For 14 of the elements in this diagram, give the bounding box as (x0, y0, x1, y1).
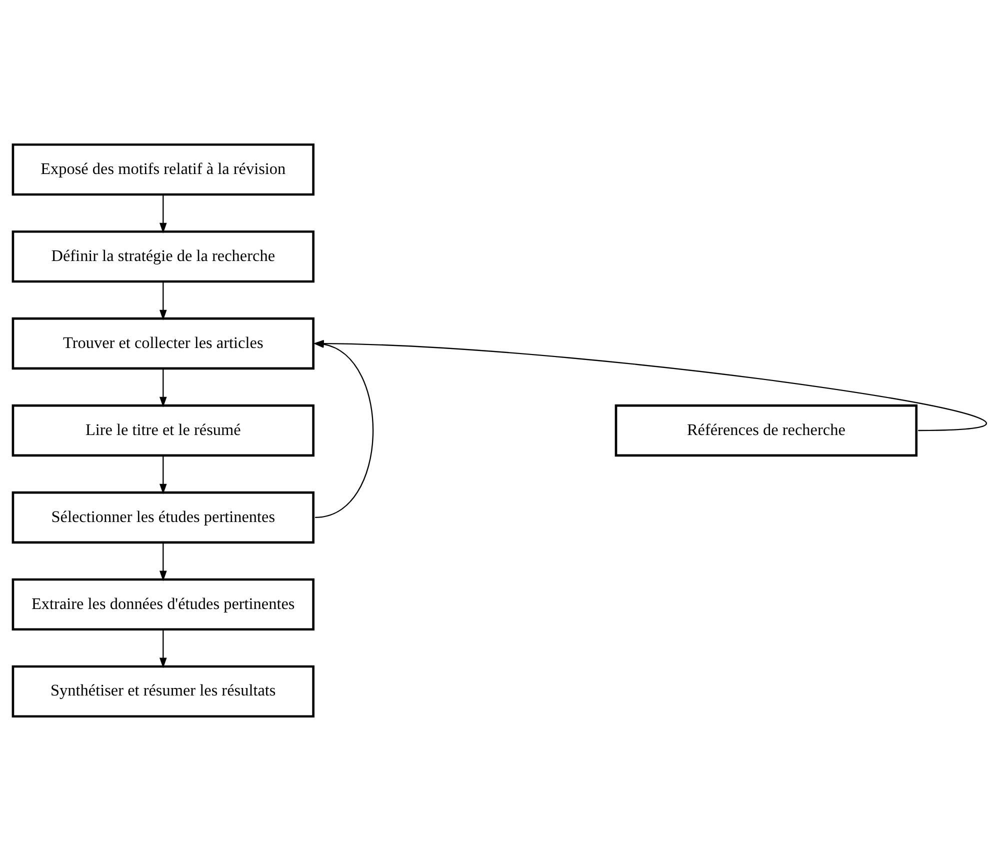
node-box: Extraire les données d'études pertinentes (12, 578, 314, 631)
node-box: Trouver et collecter les articles (12, 317, 314, 370)
arrow (159, 282, 167, 320)
node-box: Définir la stratégie de la recherche (12, 230, 314, 283)
arrow (159, 368, 167, 408)
arrow (159, 630, 167, 668)
arrow (159, 194, 167, 234)
node-box: Sélectionner les études pertinentes (12, 491, 314, 544)
node-box: Lire le titre et le résumé (12, 404, 314, 457)
node-box: Synthétiser et résumer les résultats (12, 665, 314, 718)
arrow (159, 542, 167, 582)
node-box: Exposé des motifs relatif à la révision (12, 143, 314, 196)
arrow (159, 456, 167, 494)
node-box: Références de recherche (614, 404, 918, 457)
